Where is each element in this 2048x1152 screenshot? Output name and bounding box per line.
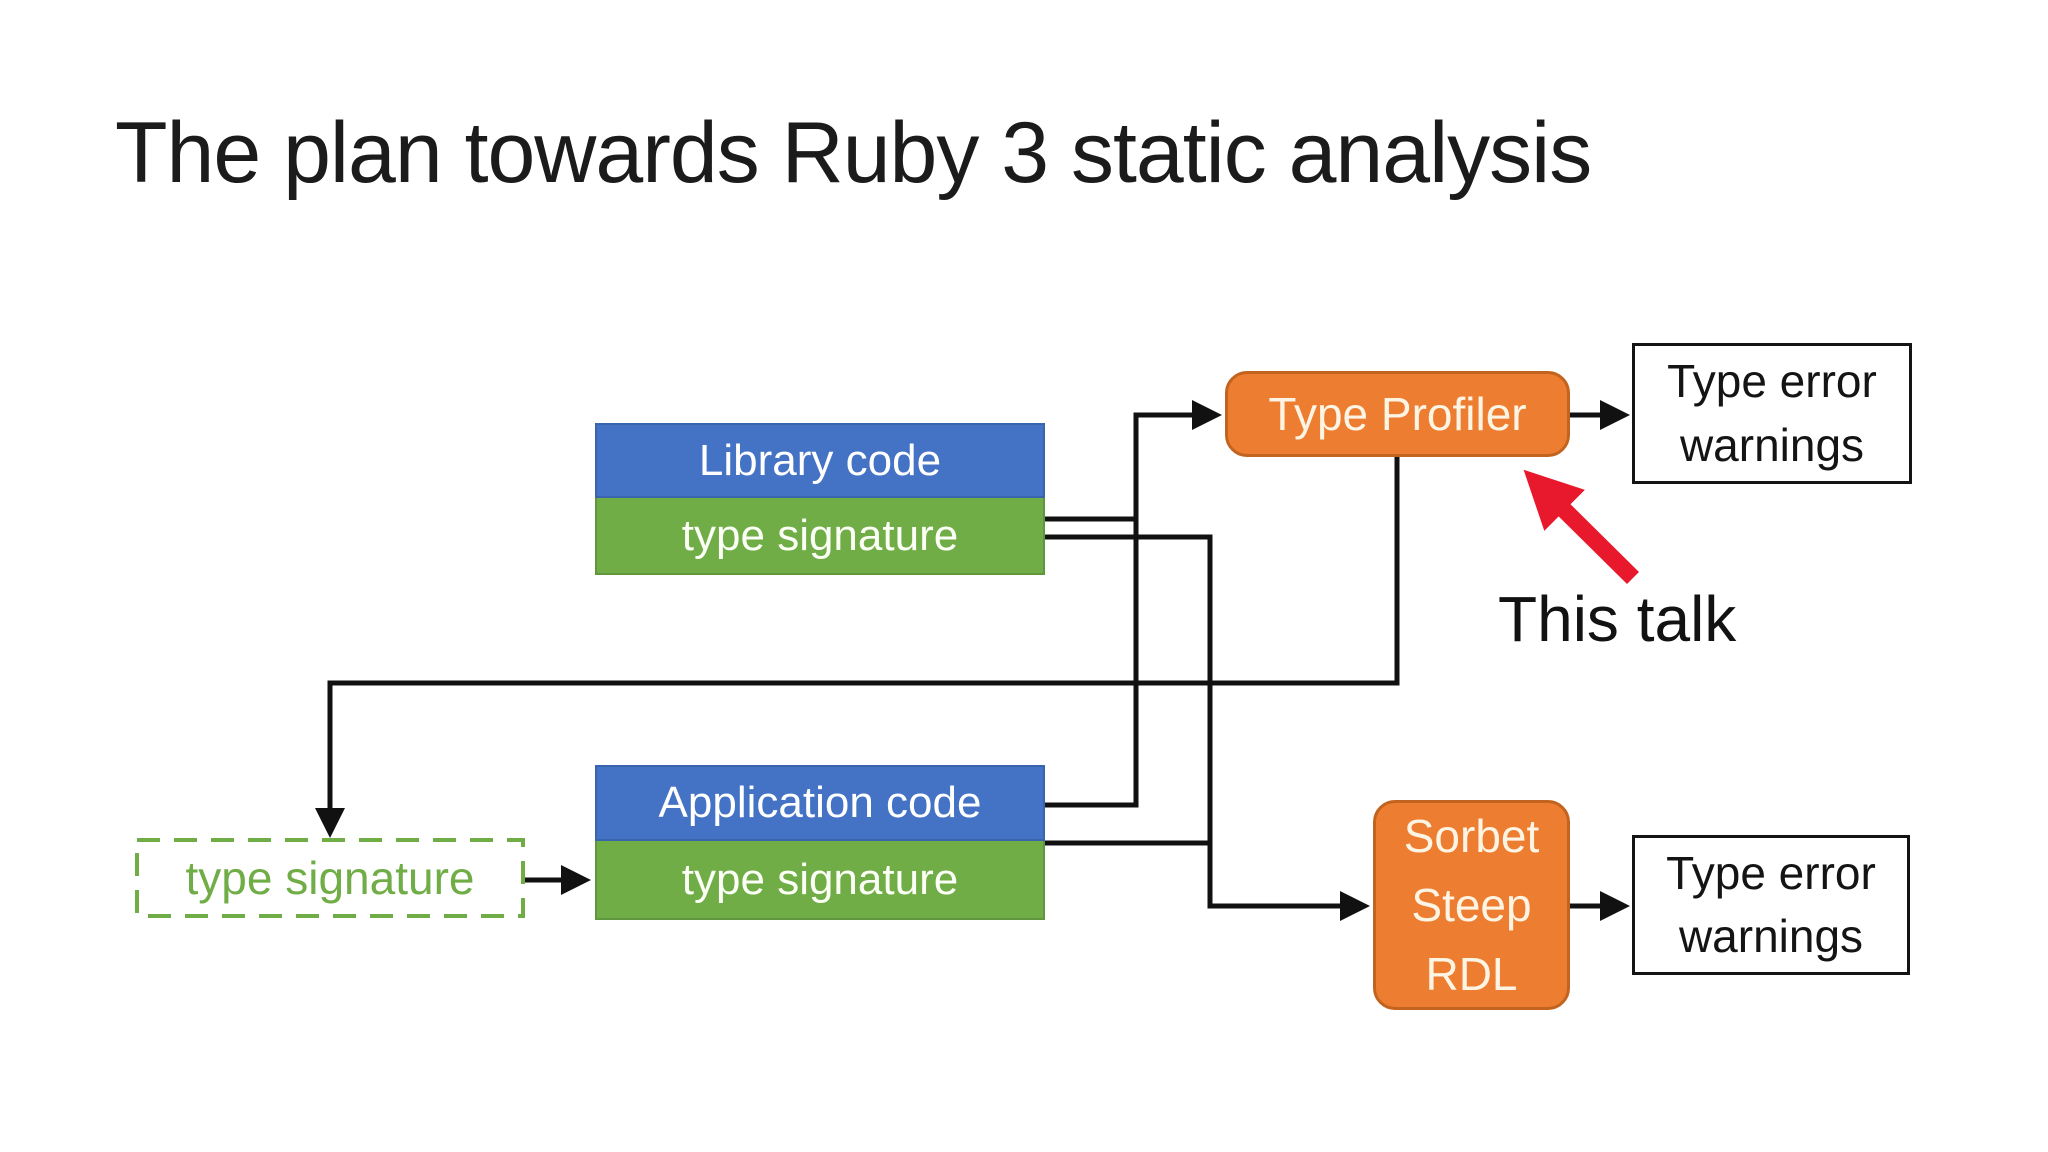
- red-annotation-arrow-icon: [1523, 469, 1639, 585]
- checker-line-sorbet: Sorbet: [1403, 809, 1540, 862]
- generated-type-signature-label: type signature: [185, 852, 475, 904]
- library-stack: Library code type signature: [595, 423, 1045, 575]
- slide-title: The plan towards Ruby 3 static analysis: [115, 105, 1592, 201]
- connector-library-sig-to-checker-arrow: [1045, 534, 1370, 921]
- checker-line-rdl: RDL: [1425, 947, 1518, 1000]
- application-stack: Application code type signature: [595, 765, 1045, 920]
- application-code-box: Application code: [595, 765, 1045, 841]
- generated-signature-dashed-border: [135, 838, 525, 918]
- warnings-top-line1: Type error: [1667, 355, 1877, 408]
- checker-tools-box: Sorbet Steep RDL: [1373, 800, 1570, 1010]
- application-code-label: Application code: [658, 778, 982, 827]
- library-code-box: Library code: [595, 423, 1045, 498]
- checker-line-steep: Steep: [1411, 878, 1532, 931]
- type-profiler-label: Type Profiler: [1268, 388, 1527, 440]
- connector-profiler-to-generated-sig-arrow: [315, 457, 1400, 838]
- library-type-signature-box: type signature: [595, 498, 1045, 575]
- application-type-signature-box: type signature: [595, 841, 1045, 920]
- generated-type-signature-box: type signature: [137, 840, 523, 916]
- library-code-label: Library code: [698, 435, 942, 485]
- warnings-bottom-line2: warnings: [1678, 910, 1864, 962]
- type-error-warnings-bottom-box: Type error warnings: [1632, 835, 1910, 975]
- application-type-signature-label: type signature: [681, 854, 959, 904]
- warnings-bottom-line1: Type error: [1666, 846, 1876, 899]
- this-talk-annotation: This talk: [1498, 583, 1737, 655]
- type-profiler-box: Type Profiler: [1225, 371, 1570, 457]
- library-type-signature-label: type signature: [681, 510, 959, 560]
- warnings-top-line2: warnings: [1679, 418, 1865, 471]
- connector-application-to-profiler-arrow: [1045, 400, 1222, 808]
- type-error-warnings-top-box: Type error warnings: [1632, 343, 1912, 484]
